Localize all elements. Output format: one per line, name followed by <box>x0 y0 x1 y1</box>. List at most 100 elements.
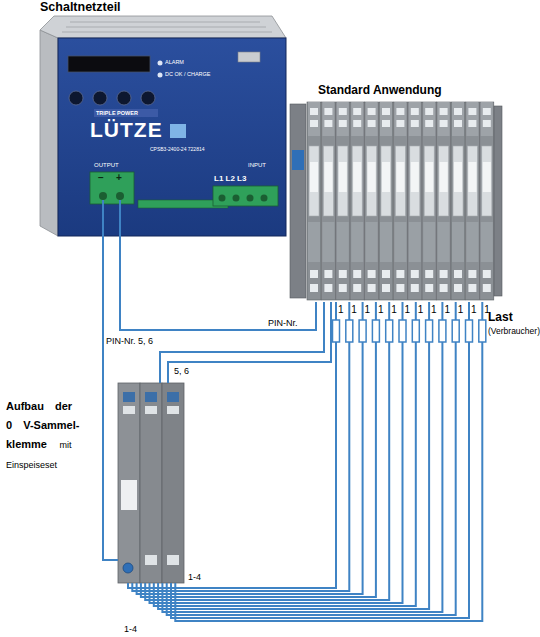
terminal-module <box>379 102 393 300</box>
wire <box>120 236 316 330</box>
wire <box>154 302 416 606</box>
wire <box>132 302 349 591</box>
polarity-sign: − <box>98 172 104 184</box>
wire <box>171 302 469 618</box>
led-label: ALARM <box>165 59 184 65</box>
heatsink-fin <box>62 32 272 33</box>
resistor-symbol <box>386 320 393 342</box>
pin-number: 1 <box>378 304 384 316</box>
model-number: CPSB3-2400-24 722814 <box>150 147 205 153</box>
wire <box>103 236 118 560</box>
wire <box>150 302 403 603</box>
pin-number: 1 <box>338 304 344 316</box>
wire <box>160 302 324 383</box>
usb-port <box>238 52 260 62</box>
resistor-symbol <box>466 320 473 342</box>
resistor-symbol <box>452 320 459 342</box>
terminal-slice <box>162 383 184 583</box>
wire <box>145 302 389 600</box>
heatsink-fin <box>70 22 260 23</box>
wire-connector <box>120 236 316 330</box>
pin-number: 1 <box>365 304 371 316</box>
terminal-module <box>336 102 350 300</box>
terminal-screw <box>233 195 240 202</box>
terminal-opening <box>167 555 179 565</box>
resistor-symbol <box>426 320 433 342</box>
wire <box>175 302 482 621</box>
terminal-opening <box>167 406 179 414</box>
resistor-symbol <box>479 320 486 342</box>
pin-number: 1 <box>391 304 397 316</box>
pin-number: 1-4 <box>188 572 201 582</box>
led-label: DC OK / CHARGE <box>165 71 211 77</box>
terminal-slice <box>140 383 162 583</box>
brand-name: LÜTZE <box>90 118 163 142</box>
heatsink-fin <box>66 27 266 28</box>
wire-connector <box>128 302 482 621</box>
wire <box>168 302 331 383</box>
psu-top <box>40 16 286 38</box>
terminal-opening <box>167 392 179 402</box>
terminal-module <box>350 102 364 300</box>
terminal-screw <box>247 195 254 202</box>
wire <box>167 302 456 615</box>
terminal-block: Standard Anwendung <box>288 84 502 302</box>
terminal-module <box>437 102 451 300</box>
wire <box>141 302 376 597</box>
port-label: INPUT <box>248 162 266 169</box>
wire-connector <box>103 236 118 560</box>
wire-stub <box>119 200 121 236</box>
terminal-slice <box>118 383 140 583</box>
pin-number: 1 <box>431 304 437 316</box>
pin-number: 1 <box>458 304 464 316</box>
collecting-terminal: Aufbau der 0 V-Sammel- klemme mit Einspe… <box>118 383 184 583</box>
alarm-led <box>158 61 163 66</box>
wire <box>162 302 442 612</box>
wire <box>137 302 363 594</box>
pin-number: 1 <box>418 304 424 316</box>
pin-number: 1 <box>444 304 450 316</box>
series-name: TRIPLE POWER <box>96 110 138 116</box>
terminal-module <box>451 102 465 300</box>
menu-button <box>117 91 131 105</box>
terminal-opening <box>145 406 157 414</box>
terminal-module <box>307 102 321 300</box>
port-label: OUTPUT <box>94 162 119 169</box>
terminal-opening <box>145 392 157 402</box>
resistor-symbol <box>412 320 419 342</box>
wire <box>158 302 429 609</box>
load-note: (Verbraucher) <box>488 327 540 337</box>
end-plate-marker <box>292 150 304 170</box>
marker-label <box>121 480 137 510</box>
terminal-module <box>321 102 335 300</box>
terminal-module <box>393 102 407 300</box>
resistor-symbol <box>359 320 366 342</box>
power-supply: SchaltnetzteilALARM DC OK / CHARGE TRIPLE … <box>38 0 290 236</box>
terminal-opening <box>123 406 135 414</box>
output-terminal <box>90 172 134 204</box>
signal-terminal <box>138 200 228 208</box>
wire <box>128 302 336 588</box>
dc-ok-led <box>158 73 163 78</box>
brand-strip <box>94 109 158 117</box>
terminal-opening <box>123 392 135 402</box>
menu-button <box>69 91 83 105</box>
terminal-module <box>480 102 494 300</box>
device-heading: Schaltnetzteil <box>40 0 121 14</box>
resistor-symbol <box>372 320 379 342</box>
pin-number: 1 <box>351 304 357 316</box>
wire-connector <box>160 302 331 383</box>
phase-label: L1 L2 L3 <box>214 174 246 183</box>
terminal-module <box>408 102 422 300</box>
pin-label: PIN-Nr. 5, 6 <box>106 336 153 346</box>
resistor-symbol <box>439 320 446 342</box>
device-heading: Standard Anwendung <box>318 84 442 98</box>
terminal-module <box>465 102 479 300</box>
terminal-screw <box>99 192 107 200</box>
resistor-symbol <box>346 320 353 342</box>
psu-side <box>40 30 58 236</box>
heading-block: Aufbau der 0 V-Sammel- klemme mit Einspe… <box>6 395 84 472</box>
end-plate <box>290 104 306 298</box>
terminal-module <box>365 102 379 300</box>
